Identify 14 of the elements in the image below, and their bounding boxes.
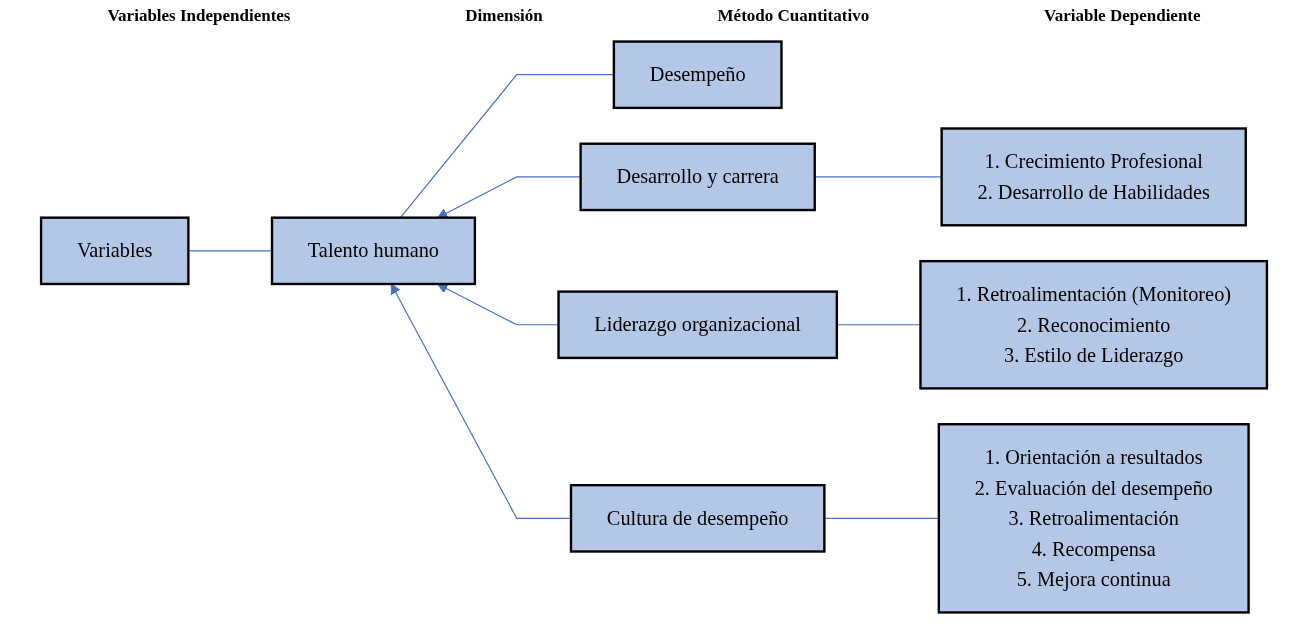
arrow bbox=[390, 283, 572, 519]
column-heading: Variables Independientes bbox=[107, 6, 291, 26]
node-box: 1. Orientación a resultados 2. Evaluación del desempeño 3. Retroalimentación 4. Recompensa 5. Mejora continua bbox=[937, 423, 1250, 614]
node-box: Talento humano bbox=[270, 216, 477, 286]
column-heading: Variable Dependiente bbox=[1043, 6, 1201, 26]
node-box: Variables bbox=[39, 216, 190, 286]
column-heading: Método Cuantitativo bbox=[717, 6, 870, 26]
node-box: Desarrollo y carrera bbox=[579, 142, 816, 212]
column-heading: Dimensión bbox=[465, 6, 543, 26]
node-box: 1. Retroalimentación (Monitoreo) 2. Reconocimiento 3. Estilo de Liderazgo bbox=[919, 259, 1269, 390]
node-box: Desempeño bbox=[612, 40, 783, 110]
node-box: 1. Crecimiento Profesional 2. Desarrollo de Habilidades bbox=[940, 127, 1247, 227]
node-box: Liderazgo organizacional bbox=[557, 290, 839, 360]
node-box: Cultura de desempeño bbox=[569, 484, 826, 553]
